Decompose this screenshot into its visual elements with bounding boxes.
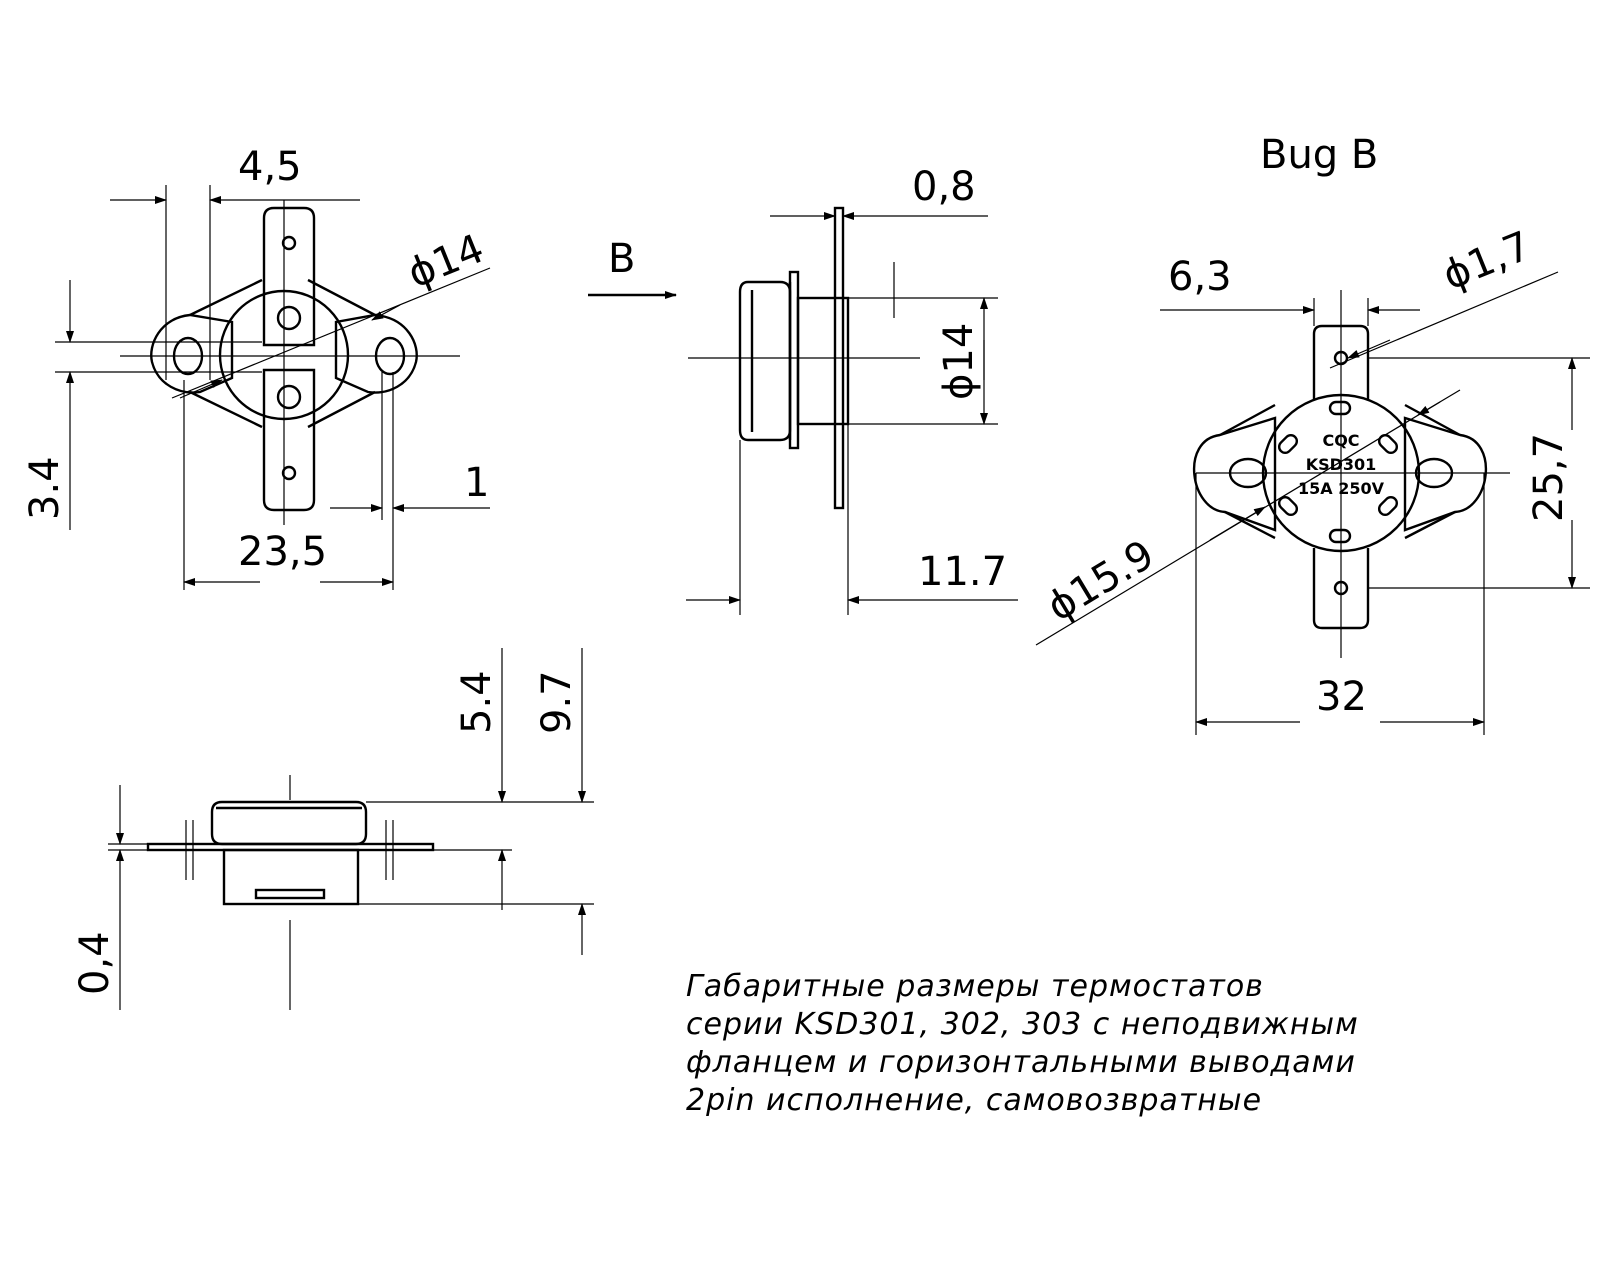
dim-0-8-label: 0,8 [912, 164, 976, 210]
dim-23-5-label: 23,5 [238, 529, 327, 575]
dim-1-label: 1 [464, 460, 489, 506]
dim-0-4-label: 0,4 [72, 931, 118, 995]
dim-32-label: 32 [1316, 674, 1367, 720]
dim-5-4-label: 5.4 [454, 670, 500, 734]
view-arrow-label: B [608, 236, 635, 282]
view-b-title: Bug B [1260, 132, 1378, 178]
cap [738, 280, 792, 442]
flange-outline [150, 313, 234, 394]
caption-line-2: серии KSD301, 302, 303 с неподвижным [686, 1007, 1359, 1042]
front-elevation: 0,4 5.4 9.7 [72, 648, 594, 1010]
dim-phi14-side-label: ϕ14 [936, 323, 982, 400]
dim-phi15-9-label: ϕ15.9 [1039, 532, 1162, 631]
dim-phi1-7-label: ϕ1,7 [1437, 223, 1538, 299]
dim-9-7-label: 9.7 [534, 670, 580, 734]
dim-6-3-label: 6,3 [1168, 254, 1232, 300]
drawing-caption: Габаритные размеры термостатов серии KSD… [686, 968, 1359, 1120]
terminal-top [262, 206, 316, 347]
view-b: Bug B CQC KSD301 15A 250V [1035, 132, 1590, 735]
top-view: 4,5 ϕ14 3.4 1 23,5 [22, 144, 490, 590]
cup-body [796, 296, 850, 426]
caption-line-4: 2pin исполнение, самовозвратные [686, 1083, 1263, 1118]
dim-4-5-label: 4,5 [238, 144, 302, 190]
dim-11-7-label: 11.7 [918, 549, 1007, 595]
dim-3-4-label: 3.4 [22, 456, 68, 520]
side-view: B 0,8 ϕ14 11.7 [588, 164, 1018, 615]
caption-line-1: Габаритные размеры термостатов [686, 969, 1264, 1004]
elev-body [222, 848, 360, 906]
terminal-bottom [262, 368, 316, 512]
dim-25-7-label: 25,7 [1526, 433, 1572, 522]
caption-line-3: фланцем и горизонтальными выводами [686, 1045, 1356, 1080]
